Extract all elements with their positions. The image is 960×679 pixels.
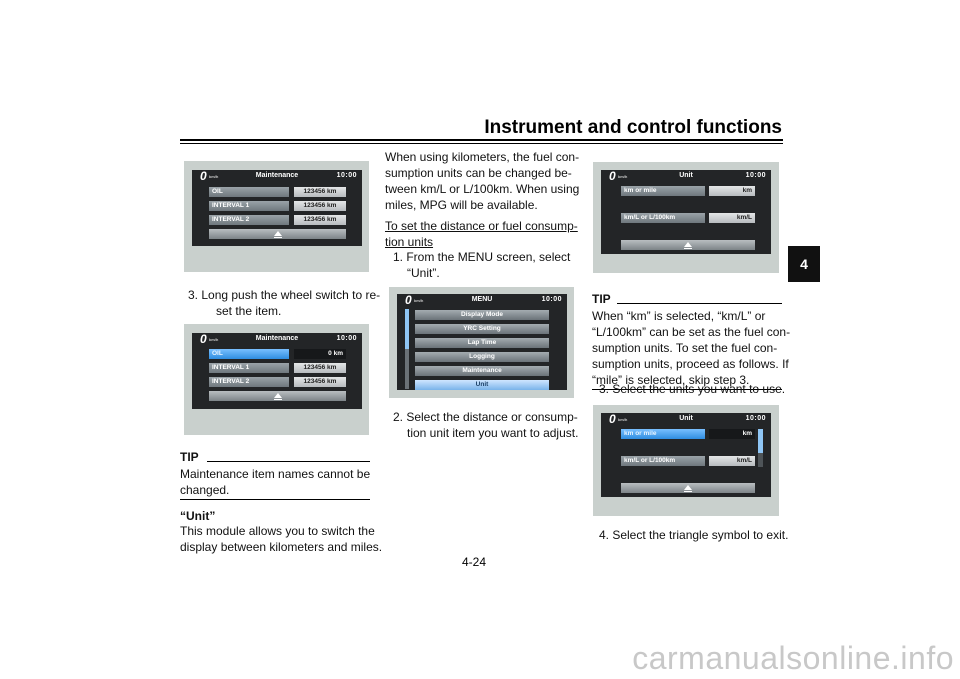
speed-readout: 0 bbox=[200, 170, 207, 183]
watermark: carmanualsonline.info bbox=[632, 640, 954, 676]
section-text-unit: This module allows you to switch the dis… bbox=[180, 524, 383, 554]
section-title-unit: “Unit” bbox=[180, 509, 216, 523]
maintenance-reset-screenshot: 0 km/h Maintenance 10:00 OIL 0 km INTERV… bbox=[184, 324, 369, 435]
exit-bar[interactable] bbox=[209, 391, 346, 401]
menu-item-unit-selected[interactable]: Unit bbox=[415, 380, 549, 390]
menu-scrollbar[interactable] bbox=[405, 309, 409, 389]
row-interval1-label[interactable]: INTERVAL 1 bbox=[209, 363, 289, 373]
display-screen: 0 km/h Unit 10:00 km or mile km km/L or … bbox=[601, 413, 771, 497]
status-bar: 0 km/h Maintenance 10:00 bbox=[192, 170, 362, 183]
row-interval2-label[interactable]: INTERVAL 2 bbox=[209, 377, 289, 387]
speed-readout: 0 bbox=[609, 413, 616, 426]
speed-readout: 0 bbox=[609, 170, 616, 183]
page-header-title: Instrument and control functions bbox=[484, 117, 782, 138]
status-bar: 0 km/h Maintenance 10:00 bbox=[192, 333, 362, 346]
menu-item-yrc-setting[interactable]: YRC Setting bbox=[415, 324, 549, 334]
option-scrollbar[interactable] bbox=[758, 429, 763, 467]
row-fuel-label[interactable]: km/L or L/100km bbox=[621, 213, 705, 223]
row-fuel-value: km/L bbox=[709, 456, 755, 466]
row-oil-value: 0 km bbox=[294, 349, 346, 359]
status-bar: 0 km/h Unit 10:00 bbox=[601, 170, 771, 183]
unit-screenshot: 0 km/h Unit 10:00 km or mile km km/L or … bbox=[593, 162, 779, 273]
clock: 10:00 bbox=[745, 415, 766, 422]
screen-title: Maintenance bbox=[255, 335, 299, 342]
header-rule bbox=[180, 139, 783, 141]
speed-unit: km/h bbox=[209, 337, 219, 342]
step-4-text: 4. Select the triangle symbol to exit. bbox=[599, 528, 789, 542]
screen-title: MENU bbox=[471, 296, 493, 303]
row-oil-label[interactable]: OIL bbox=[209, 187, 289, 197]
screen-title: Unit bbox=[679, 172, 693, 179]
row-interval2-value: 123456 km bbox=[294, 215, 346, 225]
row-distance-label[interactable]: km or mile bbox=[621, 186, 705, 196]
speed-readout: 0 bbox=[405, 294, 412, 307]
unit-selected-screenshot: 0 km/h Unit 10:00 km or mile km km/L or … bbox=[593, 405, 779, 516]
tip-heading: TIP bbox=[180, 450, 199, 464]
step-2-text: 2. Select the distance or consump- tion … bbox=[393, 410, 579, 440]
display-screen: 0 km/h Unit 10:00 km or mile km km/L or … bbox=[601, 170, 771, 254]
row-interval1-value: 123456 km bbox=[294, 201, 346, 211]
exit-bar[interactable] bbox=[209, 229, 346, 239]
clock: 10:00 bbox=[541, 296, 562, 303]
row-distance-value: km bbox=[709, 429, 755, 439]
display-screen: 0 km/h MENU 10:00 Display Mode YRC Setti… bbox=[397, 294, 567, 390]
page-number: 4-24 bbox=[462, 555, 487, 569]
row-distance-value: km bbox=[709, 186, 755, 196]
screen-title: Maintenance bbox=[255, 172, 299, 179]
tip-rule-bottom bbox=[180, 499, 370, 500]
eject-triangle-icon bbox=[684, 241, 692, 249]
tip-text: Maintenance item names cannot be changed… bbox=[180, 467, 371, 497]
header-rule-thin bbox=[180, 143, 783, 144]
menu-screenshot: 0 km/h MENU 10:00 Display Mode YRC Setti… bbox=[389, 287, 574, 398]
exit-bar[interactable] bbox=[621, 483, 755, 493]
row-interval2-value: 123456 km bbox=[294, 377, 346, 387]
row-interval1-value: 123456 km bbox=[294, 363, 346, 373]
step-3-text: 3. Long push the wheel switch to re- set… bbox=[188, 288, 381, 318]
status-bar: 0 km/h Unit 10:00 bbox=[601, 413, 771, 426]
maintenance-screenshot: 0 km/h Maintenance 10:00 OIL 123456 km I… bbox=[184, 161, 369, 272]
speed-readout: 0 bbox=[200, 333, 207, 346]
subheading-set-units: To set the distance or fuel consump- tio… bbox=[385, 219, 578, 249]
eject-triangle-icon bbox=[273, 392, 282, 400]
display-screen: 0 km/h Maintenance 10:00 OIL 123456 km I… bbox=[192, 170, 362, 246]
menu-item-maintenance[interactable]: Maintenance bbox=[415, 366, 549, 376]
clock: 10:00 bbox=[336, 172, 357, 179]
status-bar: 0 km/h MENU 10:00 bbox=[397, 294, 567, 307]
eject-triangle-icon bbox=[273, 230, 282, 238]
step-3-units-text: 3. Select the units you want to use. bbox=[599, 382, 786, 396]
tip-rule-top bbox=[207, 461, 370, 462]
exit-bar[interactable] bbox=[621, 240, 755, 250]
speed-unit: km/h bbox=[618, 417, 628, 422]
row-interval2-label[interactable]: INTERVAL 2 bbox=[209, 215, 289, 225]
eject-triangle-icon bbox=[684, 484, 692, 492]
option-scroll-thumb[interactable] bbox=[758, 429, 763, 453]
tip-text-units: When “km” is selected, “km/L” or “L/100k… bbox=[592, 309, 791, 387]
clock: 10:00 bbox=[745, 172, 766, 179]
row-oil-value: 123456 km bbox=[294, 187, 346, 197]
row-fuel-label[interactable]: km/L or L/100km bbox=[621, 456, 705, 466]
row-oil-label-selected[interactable]: OIL bbox=[209, 349, 289, 359]
speed-unit: km/h bbox=[414, 298, 424, 303]
speed-unit: km/h bbox=[209, 174, 219, 179]
chapter-tab: 4 bbox=[788, 246, 820, 282]
screen-title: Unit bbox=[679, 415, 693, 422]
menu-item-display-mode[interactable]: Display Mode bbox=[415, 310, 549, 320]
menu-item-lap-time[interactable]: Lap Time bbox=[415, 338, 549, 348]
display-screen: 0 km/h Maintenance 10:00 OIL 0 km INTERV… bbox=[192, 333, 362, 409]
clock: 10:00 bbox=[336, 335, 357, 342]
row-interval1-label[interactable]: INTERVAL 1 bbox=[209, 201, 289, 211]
tip-heading: TIP bbox=[592, 292, 611, 306]
fuel-units-paragraph: When using kilometers, the fuel con- sum… bbox=[385, 150, 580, 212]
row-fuel-value: km/L bbox=[709, 213, 755, 223]
tip-rule-bottom bbox=[592, 389, 782, 390]
menu-scroll-thumb[interactable] bbox=[405, 309, 409, 349]
menu-item-logging[interactable]: Logging bbox=[415, 352, 549, 362]
speed-unit: km/h bbox=[618, 174, 628, 179]
tip-rule-top bbox=[617, 303, 782, 304]
row-distance-label-selected[interactable]: km or mile bbox=[621, 429, 705, 439]
step-1-text: 1. From the MENU screen, select “Unit”. bbox=[393, 250, 571, 280]
